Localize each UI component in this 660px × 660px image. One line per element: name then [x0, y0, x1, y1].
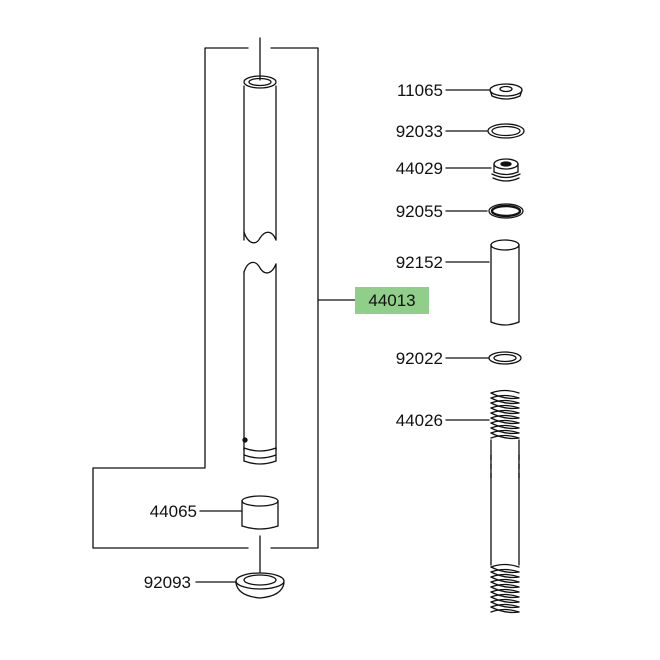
part-number-44026[interactable]: 44026 — [396, 411, 443, 430]
inner-tube-icon — [242, 75, 277, 465]
highlighted-part-box — [355, 287, 429, 314]
o-ring-icon — [487, 123, 525, 139]
part-number-92055[interactable]: 92055 — [396, 202, 443, 221]
washer-icon — [488, 351, 522, 365]
fork-spring-icon — [490, 389, 520, 614]
part-number-92022[interactable]: 92022 — [396, 349, 443, 368]
part-number-92093[interactable]: 92093 — [144, 573, 191, 592]
part-number-11065[interactable]: 11065 — [397, 81, 443, 100]
part-number-92033[interactable]: 92033 — [396, 122, 443, 141]
assembly-bracket — [92, 47, 249, 549]
spacer-pipe-icon — [490, 239, 520, 326]
part-number-92152[interactable]: 92152 — [396, 253, 443, 272]
o-ring-icon — [488, 203, 524, 219]
collar-icon — [491, 158, 521, 182]
bushing-icon — [199, 495, 279, 530]
part-number-44065[interactable]: 44065 — [150, 502, 197, 521]
cap-bolt-icon — [489, 83, 523, 100]
part-number-44013[interactable]: 44013 — [368, 291, 415, 310]
assembly-bracket-right — [270, 47, 319, 549]
oil-seal-icon — [195, 535, 285, 599]
part-number-44029[interactable]: 44029 — [396, 159, 443, 178]
